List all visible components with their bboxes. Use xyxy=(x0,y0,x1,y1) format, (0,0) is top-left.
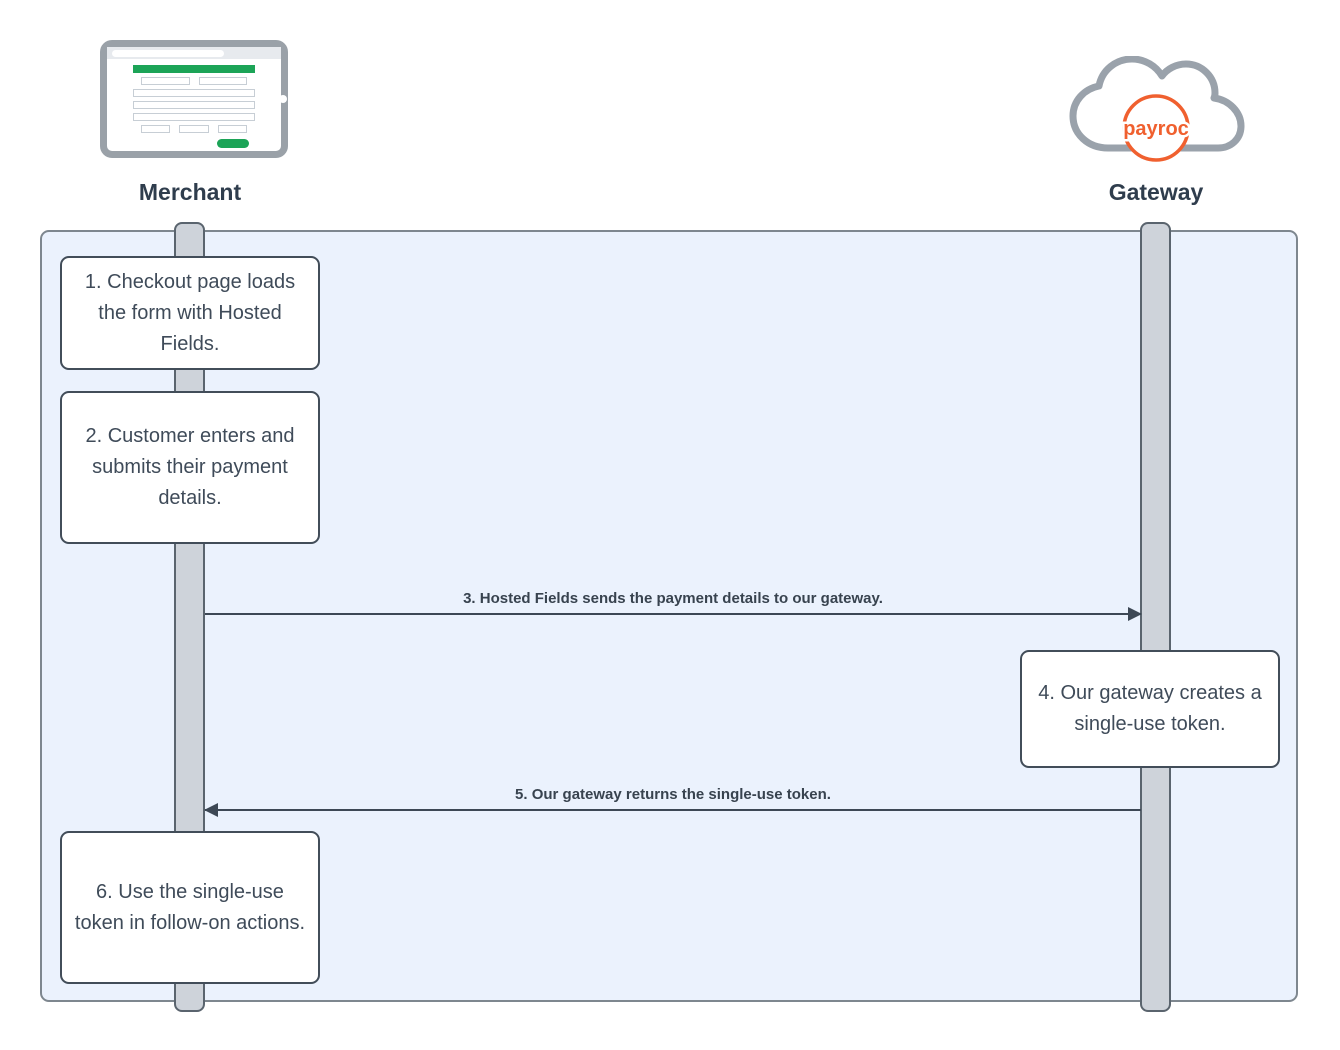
message-5-arrow xyxy=(204,803,1141,817)
form-field xyxy=(141,77,190,85)
form-row xyxy=(133,125,255,133)
arrowhead-right-icon xyxy=(1128,607,1142,621)
message-3-label: 3. Hosted Fields sends the payment detai… xyxy=(463,590,883,607)
form-field xyxy=(198,77,247,85)
form-field xyxy=(133,113,255,121)
gateway-lifeline xyxy=(1140,222,1171,1012)
payroc-logo-circle xyxy=(1122,94,1190,162)
form-field xyxy=(179,125,209,133)
step-box-6: 6. Use the single-use token in follow-on… xyxy=(60,831,320,984)
message-5-label: 5. Our gateway returns the single-use to… xyxy=(515,786,831,803)
gateway-actor-label: Gateway xyxy=(1108,179,1204,205)
device-camera-dot xyxy=(279,95,287,103)
arrowhead-left-icon xyxy=(204,803,218,817)
payroc-cloud-icon: payroc xyxy=(1069,56,1245,162)
form-header-bar xyxy=(133,65,255,73)
form-field xyxy=(133,101,255,109)
checkout-form xyxy=(133,65,255,148)
merchant-browser-icon xyxy=(100,40,288,158)
message-3-arrow xyxy=(205,607,1142,621)
form-field xyxy=(133,89,255,97)
step-box-1: 1. Checkout page loads the form with Hos… xyxy=(60,256,320,370)
merchant-actor-label: Merchant xyxy=(138,179,242,205)
address-bar xyxy=(112,49,224,57)
step-box-2: 2. Customer enters and submits their pay… xyxy=(60,391,320,544)
browser-toolbar xyxy=(107,47,281,59)
step-box-4: 4. Our gateway creates a single-use toke… xyxy=(1020,650,1280,768)
form-submit-button xyxy=(217,139,249,148)
form-row xyxy=(133,77,255,85)
payroc-logo-text: payroc xyxy=(1123,118,1189,140)
form-field xyxy=(217,125,247,133)
form-field xyxy=(141,125,171,133)
